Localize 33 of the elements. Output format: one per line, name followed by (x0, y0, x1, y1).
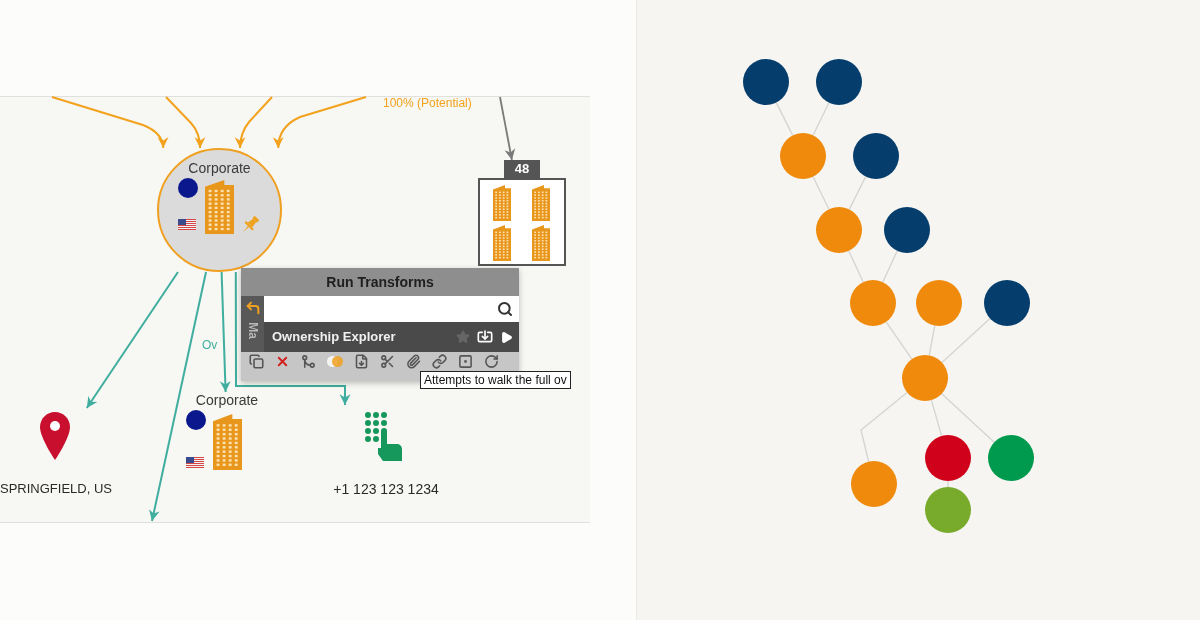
arrow (273, 96, 367, 149)
phone-number: +1 123 123 1234 (332, 481, 440, 497)
connector-line (882, 250, 898, 283)
arrow (85, 271, 179, 409)
entity-type-label: Corporate (187, 160, 252, 176)
connector-line (775, 101, 794, 137)
connector-line (860, 391, 908, 463)
menu-title: Run Transforms (241, 268, 519, 296)
connector-line (885, 321, 913, 360)
percentage-note: 100% (Potential) (383, 96, 472, 111)
connector-line (848, 250, 864, 283)
count-label: 48 (504, 160, 540, 178)
tooltip-text: Attempts to walk the full ov (424, 372, 567, 388)
arrow (51, 96, 168, 149)
connector-line (928, 324, 936, 357)
tooltip (420, 371, 571, 389)
edge-label: Ov (202, 338, 218, 353)
connector-line (848, 175, 867, 211)
arrow (219, 271, 231, 393)
connector-line (941, 393, 995, 443)
arrow (234, 271, 351, 406)
entity-type-label: Corporate (194, 392, 260, 408)
arrow (165, 96, 206, 149)
arrow (234, 96, 273, 149)
sidebar-tab-label: Ma (246, 322, 259, 339)
arrow (149, 271, 207, 522)
connector-line (812, 102, 830, 136)
entity-name: SPRINGFIELD, US (0, 481, 112, 497)
connector-line (930, 399, 943, 437)
arrow (499, 96, 516, 161)
transform-label: Ownership Explorer (272, 328, 397, 347)
connector-line (941, 317, 991, 364)
connector-line (812, 176, 830, 210)
